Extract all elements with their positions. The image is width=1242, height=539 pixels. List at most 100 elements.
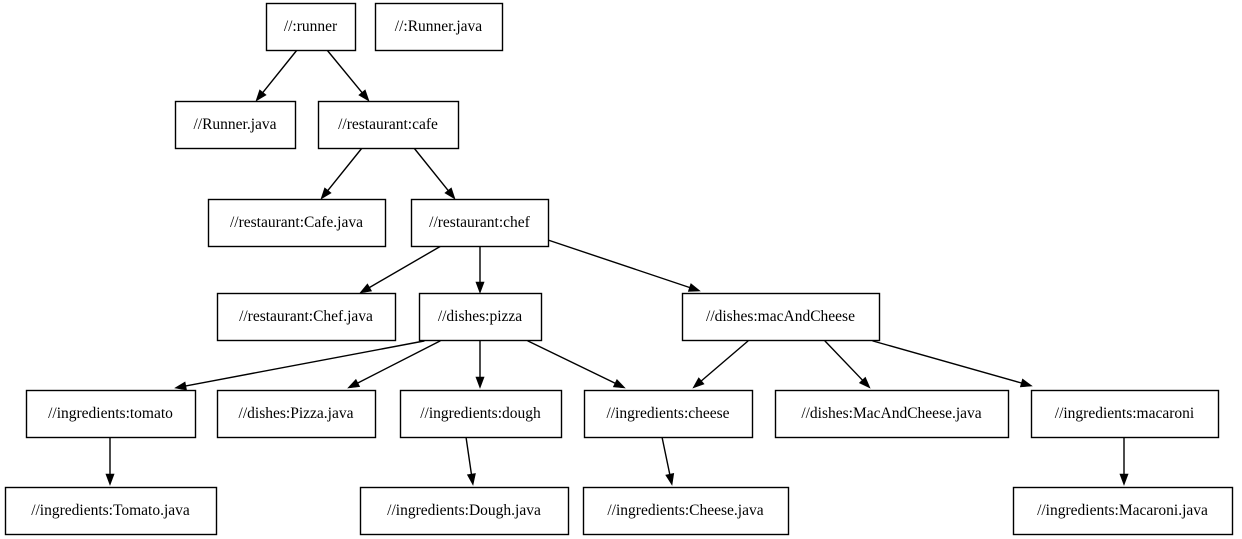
edge-line (413, 147, 449, 192)
node-label: //dishes:Pizza.java (239, 405, 354, 422)
graph-edge (872, 340, 1033, 388)
graph-edge (255, 49, 298, 102)
graph-node-ingredients_Macaroni_java[interactable]: //ingredients:Macaroni.java (1012, 486, 1234, 536)
graph-edge (105, 436, 115, 486)
edge-arrowhead-icon (1019, 378, 1033, 388)
node-label: //ingredients:cheese (606, 405, 729, 422)
edge-line (357, 340, 441, 384)
node-box[interactable] (216, 389, 377, 439)
edge-arrowhead-icon (692, 377, 705, 389)
edge-arrowhead-icon (174, 381, 187, 391)
edge-line (700, 340, 749, 382)
graph-node-ingredients_Dough_java[interactable]: //ingredients:Dough.java (359, 486, 570, 536)
edge-arrowhead-icon (475, 281, 485, 294)
node-label: //ingredients:Dough.java (387, 502, 541, 519)
node-label: //ingredients:dough (420, 405, 541, 422)
graph-node-ingredients_tomato[interactable]: //ingredients:tomato (25, 389, 197, 439)
node-box[interactable] (4, 486, 218, 536)
edge-arrowhead-icon (1119, 473, 1129, 486)
node-box[interactable] (681, 292, 881, 342)
node-box[interactable] (174, 100, 297, 150)
node-label: //restaurant:Chef.java (239, 308, 373, 325)
node-label: //restaurant:cafe (338, 116, 438, 133)
graph-node-restaurant_Cafe_java[interactable]: //restaurant:Cafe.java (207, 198, 387, 248)
graph-edge (661, 436, 675, 486)
graph-edge (475, 340, 485, 389)
edge-arrowhead-icon (687, 283, 701, 292)
graph-node-restaurant_Chef_java[interactable]: //restaurant:Chef.java (216, 292, 397, 342)
node-box[interactable] (317, 100, 460, 150)
edge-arrowhead-icon (347, 378, 361, 389)
node-box[interactable] (216, 292, 397, 342)
edge-line (824, 340, 864, 381)
edge-line (326, 49, 363, 94)
edge-arrowhead-icon (359, 283, 373, 294)
edge-line (368, 245, 442, 289)
edge-line (872, 340, 1023, 384)
graph-node-dishes_Pizza_java[interactable]: //dishes:Pizza.java (216, 389, 377, 439)
edge-line (465, 436, 473, 475)
graph-node-Runner_java[interactable]: //Runner.java (174, 100, 297, 150)
graph-edge (824, 340, 871, 389)
graph-edge (359, 245, 442, 294)
node-label: //:runner (284, 18, 338, 35)
graph-node-root_Runner_java[interactable]: //:Runner.java (374, 2, 504, 52)
graph-node-runner[interactable]: //:runner (265, 2, 357, 52)
node-label: //dishes:pizza (438, 308, 522, 325)
node-label: //restaurant:Cafe.java (230, 214, 363, 231)
graph-edge (465, 436, 476, 486)
node-label: //ingredients:tomato (48, 405, 173, 422)
graph-edge (475, 245, 485, 294)
node-box[interactable] (265, 2, 357, 52)
edge-arrowhead-icon (255, 89, 267, 102)
node-label: //dishes:MacAndCheese.java (801, 405, 981, 422)
graph-edge (1119, 436, 1129, 486)
graph-edge (527, 340, 626, 389)
graph-edges-layer (105, 49, 1129, 486)
edge-arrowhead-icon (358, 89, 370, 102)
node-box[interactable] (374, 2, 504, 52)
node-label: //dishes:macAndCheese (706, 308, 855, 325)
node-label: //ingredients:macaroni (1055, 405, 1195, 422)
edge-arrowhead-icon (320, 187, 332, 200)
graph-edge (320, 147, 363, 200)
node-box[interactable] (359, 486, 570, 536)
graph-edge (347, 340, 441, 389)
node-box[interactable] (207, 198, 387, 248)
node-box[interactable] (1030, 389, 1220, 439)
node-label: //Runner.java (193, 116, 276, 133)
node-box[interactable] (418, 292, 543, 342)
graph-node-restaurant_cafe[interactable]: //restaurant:cafe (317, 100, 460, 150)
node-box[interactable] (582, 486, 790, 536)
edge-line (547, 239, 691, 289)
edge-arrowhead-icon (444, 187, 456, 200)
graph-edge (174, 340, 425, 391)
graph-nodes-layer: //:runner //:Runner.java //Runner.java //re… (4, 2, 1234, 536)
graph-node-ingredients_cheese[interactable]: //ingredients:cheese (583, 389, 754, 439)
node-box[interactable] (774, 389, 1010, 439)
graph-node-dishes_macAndCheese[interactable]: //dishes:macAndCheese (681, 292, 881, 342)
edge-arrowhead-icon (466, 473, 476, 486)
edge-line (185, 340, 425, 387)
node-box[interactable] (1012, 486, 1234, 536)
graph-node-ingredients_Tomato_java[interactable]: //ingredients:Tomato.java (4, 486, 218, 536)
graph-node-dishes_MacAndCheese_java[interactable]: //dishes:MacAndCheese.java (774, 389, 1010, 439)
graph-node-ingredients_macaroni[interactable]: //ingredients:macaroni (1030, 389, 1220, 439)
graph-node-ingredients_dough[interactable]: //ingredients:dough (399, 389, 563, 439)
node-box[interactable] (583, 389, 754, 439)
node-box[interactable] (410, 198, 550, 248)
node-label: //restaurant:chef (429, 214, 531, 231)
graph-edge (547, 239, 701, 292)
node-label: //:Runner.java (395, 18, 483, 35)
edge-arrowhead-icon (612, 378, 626, 389)
edge-line (661, 436, 671, 475)
graph-node-dishes_pizza[interactable]: //dishes:pizza (418, 292, 543, 342)
node-box[interactable] (25, 389, 197, 439)
edge-line (327, 147, 363, 192)
graph-node-restaurant_chef[interactable]: //restaurant:chef (410, 198, 550, 248)
graph-node-ingredients_Cheese_java[interactable]: //ingredients:Cheese.java (582, 486, 790, 536)
edge-line (262, 49, 298, 94)
node-box[interactable] (399, 389, 563, 439)
graph-edge (692, 340, 749, 389)
